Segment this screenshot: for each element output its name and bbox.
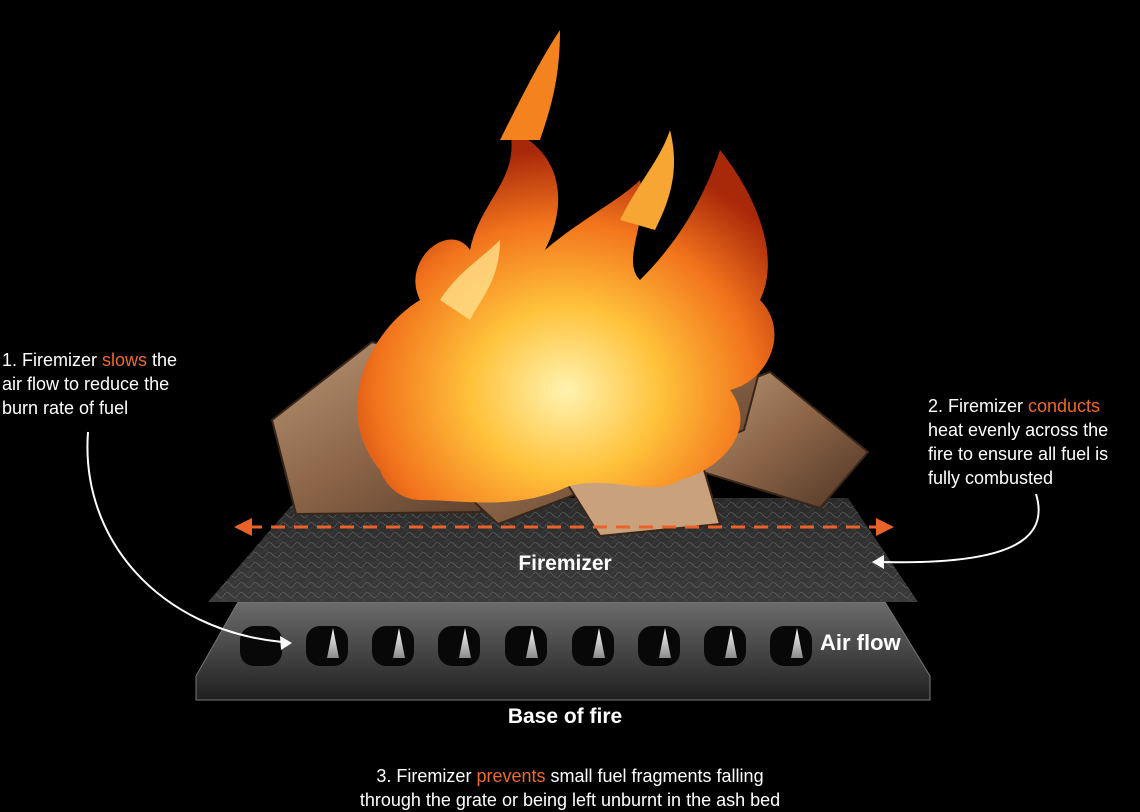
callout-slows: 1. Firemizer slows the air flow to reduc… xyxy=(2,350,178,418)
conduction-arrow xyxy=(234,518,894,536)
air-flow-label: Air flow xyxy=(820,630,901,655)
callout-conducts: 2. Firemizer conducts heat evenly across… xyxy=(928,396,1109,488)
firemizer-label: Firemizer xyxy=(518,552,612,575)
firemizer-mesh xyxy=(208,498,918,602)
fire-grate xyxy=(195,601,931,701)
flame-icon xyxy=(357,30,775,503)
base-of-fire-label: Base of fire xyxy=(507,705,623,728)
callout-prevents: 3. Firemizer prevents small fuel fragmen… xyxy=(359,766,781,810)
callout-leader-2 xyxy=(872,493,1040,569)
callout-leader-1 xyxy=(86,431,292,650)
airflow-arrow-icon xyxy=(327,628,803,658)
grate-slots xyxy=(240,626,812,666)
